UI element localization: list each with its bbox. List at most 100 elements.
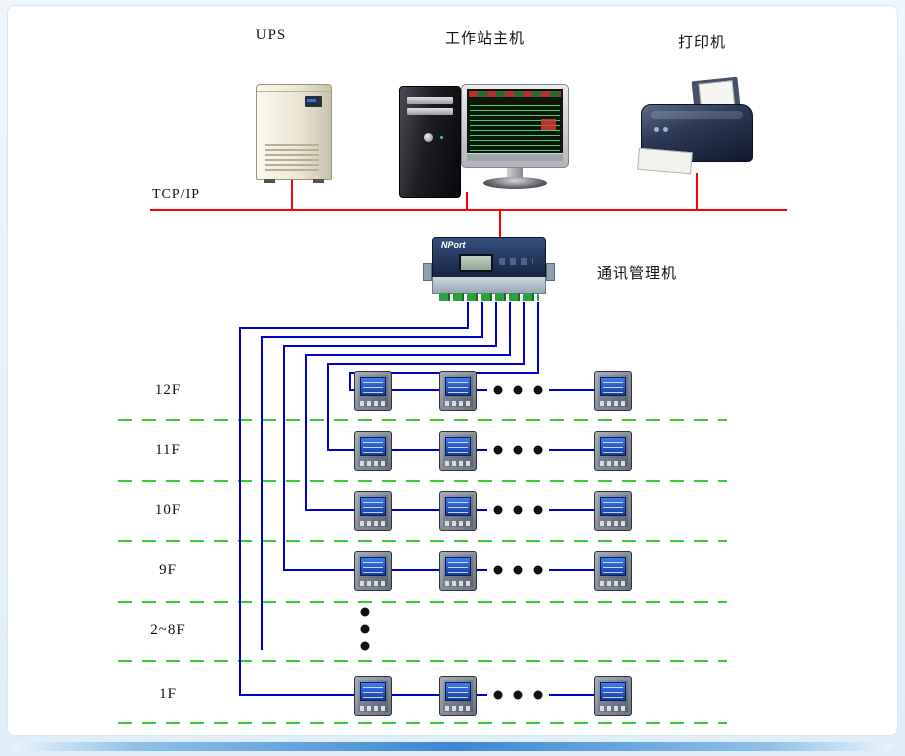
meter-screen: [600, 437, 626, 456]
power-meter: [354, 491, 392, 531]
gateway-mount-ear: [423, 263, 432, 281]
meter-buttons: [360, 401, 386, 406]
meter-screen: [445, 377, 471, 396]
meter-buttons: [360, 461, 386, 466]
power-meter: [594, 371, 632, 411]
power-led-icon: [440, 136, 443, 139]
meter-screen: [445, 437, 471, 456]
power-meter: [354, 371, 392, 411]
workstation-monitor: [461, 84, 569, 196]
power-meter: [594, 491, 632, 531]
ups-display-icon: [305, 96, 322, 107]
floor-label-11f: 11F: [155, 442, 181, 458]
gateway-lower-panel: [432, 277, 546, 294]
bus-line-10f: [305, 302, 511, 511]
drive-bay: [407, 108, 453, 115]
meter-screen: [445, 497, 471, 516]
meter-buttons: [600, 581, 626, 586]
drive-bay: [407, 97, 453, 104]
meter-screen: [360, 437, 386, 456]
monitor-neck: [507, 168, 523, 178]
scada-header-graphic: [469, 91, 561, 97]
meter-screen: [600, 377, 626, 396]
meter-screen: [360, 497, 386, 516]
meter-buttons: [600, 706, 626, 711]
floor-label-2-8f: 2~8F: [150, 622, 186, 638]
floor-label-1f: 1F: [159, 686, 177, 702]
gateway-terminal-blocks: [439, 293, 539, 301]
monitor-frame: [461, 84, 569, 168]
scada-taskbar: [467, 153, 563, 161]
power-meter: [439, 491, 477, 531]
meter-screen: [445, 557, 471, 576]
meter-buttons: [600, 461, 626, 466]
power-meter: [354, 551, 392, 591]
printer-button-icon: [654, 127, 659, 132]
meter-buttons: [360, 581, 386, 586]
workstation-label: 工作站主机: [444, 31, 525, 47]
gateway-brand-text: NPort: [441, 240, 466, 250]
ups-label: UPS: [255, 27, 287, 43]
printer-label: 打印机: [677, 35, 726, 51]
ellipsis-dots: [360, 385, 543, 700]
bus-line-12f: [349, 302, 539, 391]
meter-buttons: [445, 461, 471, 466]
power-meter: [594, 551, 632, 591]
printer-button-icon: [663, 127, 668, 132]
meter-buttons: [445, 521, 471, 526]
bus-line-9f: [283, 302, 497, 571]
monitor-base: [483, 177, 547, 189]
bus-lines: [239, 302, 594, 696]
bus-line-2-8f: [261, 302, 483, 650]
power-meter: [439, 431, 477, 471]
power-meter: [354, 676, 392, 716]
gateway-front-panel: NPort: [432, 237, 546, 279]
ups-vents: [265, 141, 319, 171]
power-meter: [594, 676, 632, 716]
gateway-device: NPort: [423, 237, 555, 301]
meter-screen: [360, 557, 386, 576]
bus-line-11f: [327, 302, 525, 451]
meter-buttons: [360, 706, 386, 711]
power-meter: [439, 371, 477, 411]
power-meter: [354, 431, 392, 471]
vertical-ellipsis-dot: [360, 607, 370, 617]
vertical-ellipsis-dot: [360, 641, 370, 651]
gateway-buttons: [499, 258, 533, 265]
meter-buttons: [445, 706, 471, 711]
printer-device: [637, 76, 753, 176]
gateway-label: 通讯管理机: [597, 266, 678, 282]
network-lines: [150, 173, 787, 238]
ups-device: [256, 84, 332, 183]
meter-buttons: [600, 521, 626, 526]
meter-screen: [600, 497, 626, 516]
meter-buttons: [360, 521, 386, 526]
tcpip-label: TCP/IP: [152, 187, 201, 202]
workstation-tower: [399, 86, 461, 198]
floor-label-10f: 10F: [154, 502, 182, 518]
ups-foot: [313, 179, 324, 183]
meter-buttons: [445, 401, 471, 406]
ups-foot: [264, 179, 275, 183]
printer-output-paper: [637, 147, 693, 175]
meter-link-lines: [390, 389, 594, 696]
bus-line-1f: [239, 302, 469, 696]
gateway-mount-ear: [546, 263, 555, 281]
power-meter: [439, 676, 477, 716]
scada-alarm-box: [541, 119, 556, 130]
meter-buttons: [600, 401, 626, 406]
meter-screen: [445, 682, 471, 701]
gateway-lcd: [459, 254, 493, 272]
power-meter: [439, 551, 477, 591]
meter-screen: [360, 682, 386, 701]
floor-label-12f: 12F: [154, 382, 182, 398]
power-button-icon: [424, 133, 433, 142]
meter-screen: [600, 557, 626, 576]
meter-screen: [600, 682, 626, 701]
bottom-accent-bar: [12, 742, 893, 751]
power-meter: [594, 431, 632, 471]
monitor-screen: [467, 89, 563, 161]
meter-buttons: [445, 581, 471, 586]
